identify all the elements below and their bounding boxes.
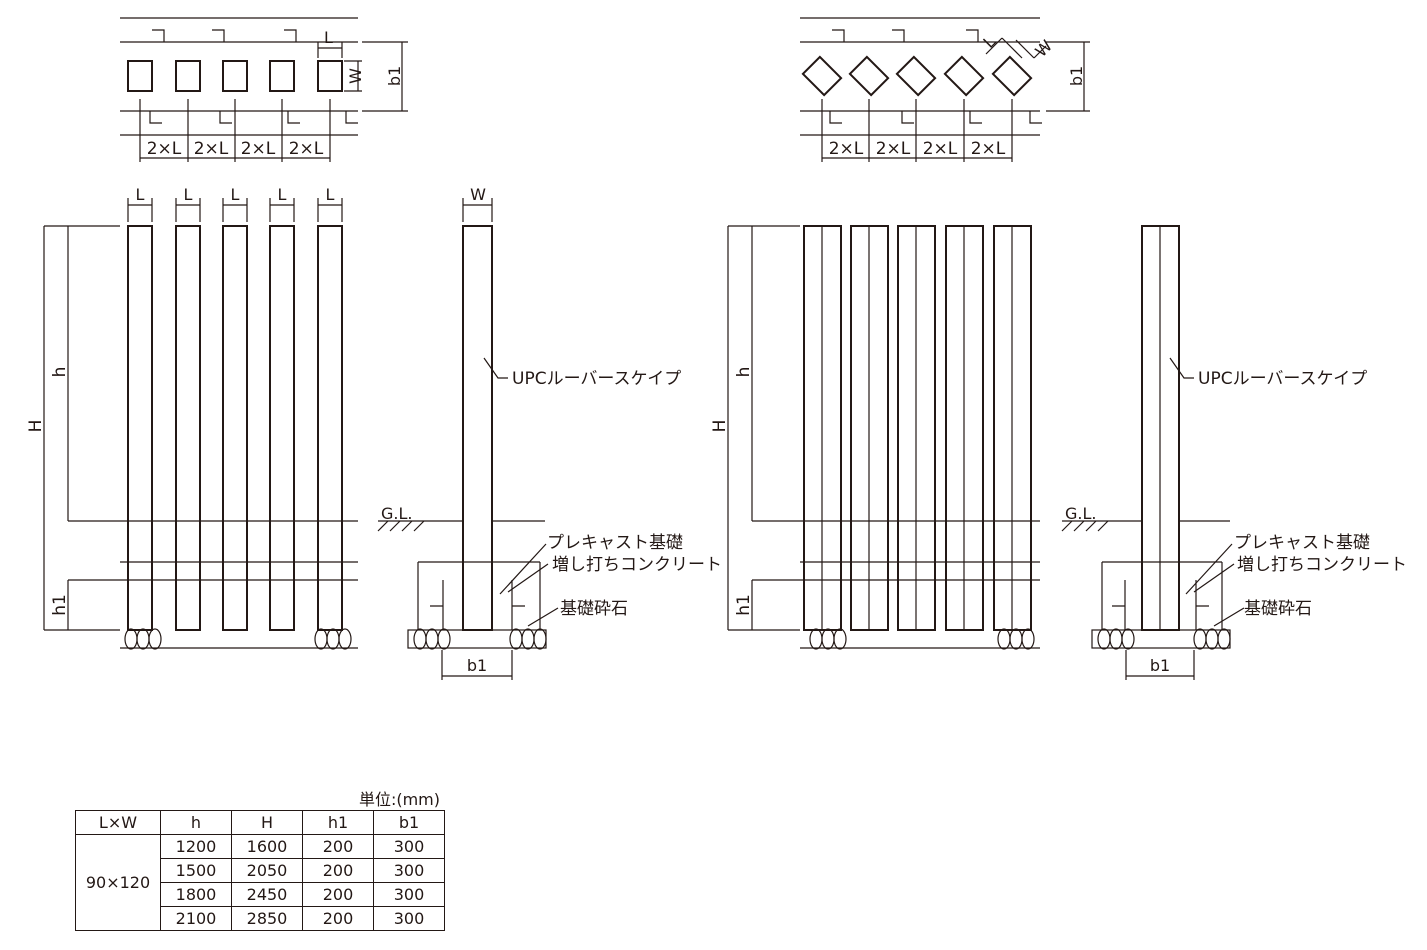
label-gravel-left: 基礎砕石 [560, 599, 628, 619]
unit-label: 単位:(mm) [358, 790, 440, 809]
label-2l-4: 2×L [289, 139, 324, 159]
header-b1: b1 [373, 810, 445, 835]
label-w-plan-left: W [346, 68, 365, 84]
label-louver-right: UPCルーバースケイプ [1198, 369, 1367, 389]
header-h1: h1 [302, 810, 374, 835]
cell-h: 1500 [160, 858, 232, 883]
label-precast-left: プレキャスト基礎 [547, 533, 683, 553]
label-2l-1: 2×L [147, 139, 182, 159]
label-2l-8: 2×L [971, 139, 1006, 159]
label-l-elev-3: L [231, 185, 240, 204]
table-row: 2100 2850 200 300 [76, 906, 445, 931]
table-row: 90×120 1200 1600 200 300 [75, 834, 445, 931]
cell-H: 2850 [231, 906, 303, 931]
label-2l-2: 2×L [194, 139, 229, 159]
elevation-right [727, 225, 1040, 650]
header-h: h [160, 810, 232, 835]
plan-view-diamond [800, 17, 1090, 162]
label-2l-5: 2×L [829, 139, 864, 159]
label-b1-section-right: b1 [1150, 656, 1170, 675]
cell-H: 2050 [231, 858, 303, 883]
table-header-row: L×W h H h1 b1 [75, 810, 445, 835]
label-l-elev-2: L [184, 185, 193, 204]
cell-h1: 200 [302, 882, 374, 907]
cell-h: 1800 [160, 882, 232, 907]
cell-b1: 300 [373, 906, 445, 931]
label-h-left: h [50, 367, 70, 378]
label-l-elev-4: L [278, 185, 287, 204]
label-l-elev-5: L [326, 185, 335, 204]
dimension-table: L×W h H h1 b1 90×120 1200 1600 200 300 1… [75, 810, 445, 931]
section-left [377, 198, 559, 680]
size-cell: 90×120 [75, 834, 161, 931]
table-row: 1800 2450 200 300 [76, 882, 445, 907]
label-b1-plan-left: b1 [385, 66, 404, 86]
cell-h: 2100 [160, 906, 232, 931]
label-concrete-right: 増し打ちコンクリート [1237, 555, 1407, 575]
header-lxw: L×W [75, 810, 161, 835]
cell-H: 1600 [231, 834, 303, 859]
label-2l-6: 2×L [876, 139, 911, 159]
cell-H: 2450 [231, 882, 303, 907]
label-w-section: W [470, 185, 486, 204]
label-2l-3: 2×L [241, 139, 276, 159]
cell-h1: 200 [302, 906, 374, 931]
label-b1-section-left: b1 [467, 656, 487, 675]
gravel-right [809, 628, 1035, 650]
label-h1-left: h1 [50, 594, 70, 616]
label-l-elev-1: L [136, 185, 145, 204]
label-h1-right: h1 [734, 594, 754, 616]
label-H-left: H [26, 420, 46, 433]
plan-view-square [120, 17, 408, 162]
label-h-right: h [734, 367, 754, 378]
label-precast-right: プレキャスト基礎 [1234, 533, 1370, 553]
cell-b1: 300 [373, 882, 445, 907]
cell-b1: 300 [373, 858, 445, 883]
label-louver-left: UPCルーバースケイプ [512, 369, 681, 389]
label-gravel-right: 基礎砕石 [1244, 599, 1312, 619]
cell-b1: 300 [373, 834, 445, 859]
label-H-right: H [710, 420, 730, 433]
elevation-left [43, 198, 358, 650]
table-row: 1500 2050 200 300 [76, 858, 445, 883]
label-gl-left: G.L. [381, 504, 412, 523]
gravel-left [124, 628, 352, 650]
cell-h1: 200 [302, 834, 374, 859]
cell-h1: 200 [302, 858, 374, 883]
label-2l-7: 2×L [923, 139, 958, 159]
cell-h: 1200 [160, 834, 232, 859]
label-l-plan-left: L [324, 28, 333, 47]
header-H: H [231, 810, 303, 835]
label-concrete-left: 増し打ちコンクリート [552, 555, 722, 575]
l-dims-left [127, 198, 343, 222]
label-b1-plan-right: b1 [1067, 66, 1086, 86]
label-gl-right: G.L. [1065, 504, 1096, 523]
section-right [1061, 225, 1245, 680]
